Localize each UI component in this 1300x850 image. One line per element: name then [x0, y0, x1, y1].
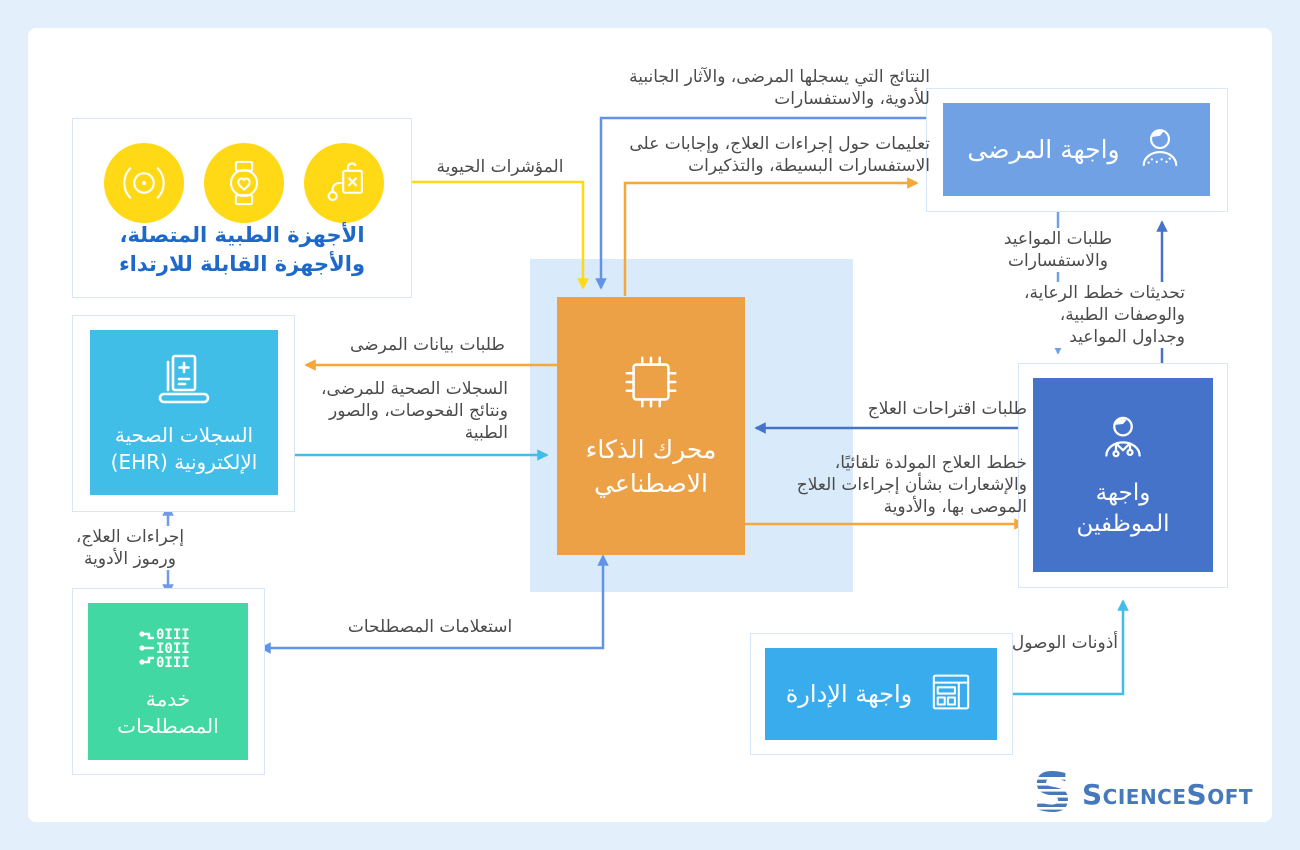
node-staff-ui-label: واجهة الموظفين — [1076, 480, 1170, 537]
sciencesoft-logo-text: ScienceSoft — [1082, 777, 1253, 811]
node-admin-ui-label: واجهة الإدارة — [785, 680, 913, 708]
laptop-medical-icon — [152, 350, 216, 414]
node-connected-devices: الأجهزة الطبية المتصلة، والأجهزة القابلة… — [72, 118, 412, 298]
edge-label-treatment-suggestions: طلبات اقتراحات العلاج — [867, 399, 1027, 419]
svg-text:I0II: I0II — [156, 641, 190, 657]
sciencesoft-logo-mark: S — [1032, 761, 1074, 824]
node-ai-engine-label: محرك الذكاء الاصطناعي — [585, 435, 717, 498]
patient-icon — [1134, 122, 1186, 178]
node-staff-ui: واجهة الموظفين — [1033, 378, 1213, 572]
sciencesoft-logo: S ScienceSoft — [1032, 761, 1253, 824]
node-ehr: السجلات الصحية الإلكترونية (EHR) — [90, 330, 278, 495]
edge-label-care-plan-updates: تحديثات خطط الرعاية، والوصفات الطبية، وج… — [988, 282, 1188, 348]
node-patient-ui-label: واجهة المرضى — [967, 135, 1120, 164]
edge-label-patient-outcomes: النتائج التي يسجلها المرضى، والآثار الجا… — [629, 67, 930, 109]
edge-label-terminology-queries: استعلامات المصطلحات — [347, 617, 513, 637]
svg-text:0III: 0III — [156, 627, 190, 643]
svg-text:0III: 0III — [156, 655, 190, 671]
smartwatch-icon — [204, 143, 284, 223]
edge-label-vitals: المؤشرات الحيوية — [436, 157, 564, 177]
edge-label-procedures-codes: إجراءات العلاج، ورموز الأدوية — [64, 526, 196, 570]
edge-label-instructions: تعليمات حول إجراءات العلاج، وإجابات على … — [629, 134, 930, 176]
chip-icon — [620, 351, 682, 417]
edge-label-access-permissions: أذونات الوصول — [1011, 633, 1118, 653]
edge-label-patient-data-requests: طلبات بيانات المرضى — [350, 335, 505, 355]
node-admin-ui: واجهة الإدارة — [765, 648, 997, 740]
node-ehr-label: السجلات الصحية الإلكترونية (EHR) — [110, 422, 258, 474]
doctor-icon — [1095, 410, 1151, 470]
dashboard-icon — [926, 669, 976, 719]
node-connected-devices-label: الأجهزة الطبية المتصلة، والأجهزة القابلة… — [118, 223, 366, 276]
svg-text:S: S — [1033, 768, 1072, 816]
node-terminology-label: خدمة المصطلحات — [117, 686, 219, 738]
edge-label-appointment-requests: طلبات المواعيد والاستفسارات — [970, 228, 1146, 272]
infusion-pump-icon — [304, 143, 384, 223]
node-patient-ui: واجهة المرضى — [943, 103, 1210, 196]
edge-label-health-records: السجلات الصحية للمرضى، ونتائج الفحوصات، … — [321, 379, 508, 443]
node-ai-engine: محرك الذكاء الاصطناعي — [557, 297, 745, 555]
edge-label-treatment-plans: خطط العلاج المولدة تلقائيًا، والإشعارات … — [796, 453, 1027, 517]
sensor-icon — [104, 143, 184, 223]
